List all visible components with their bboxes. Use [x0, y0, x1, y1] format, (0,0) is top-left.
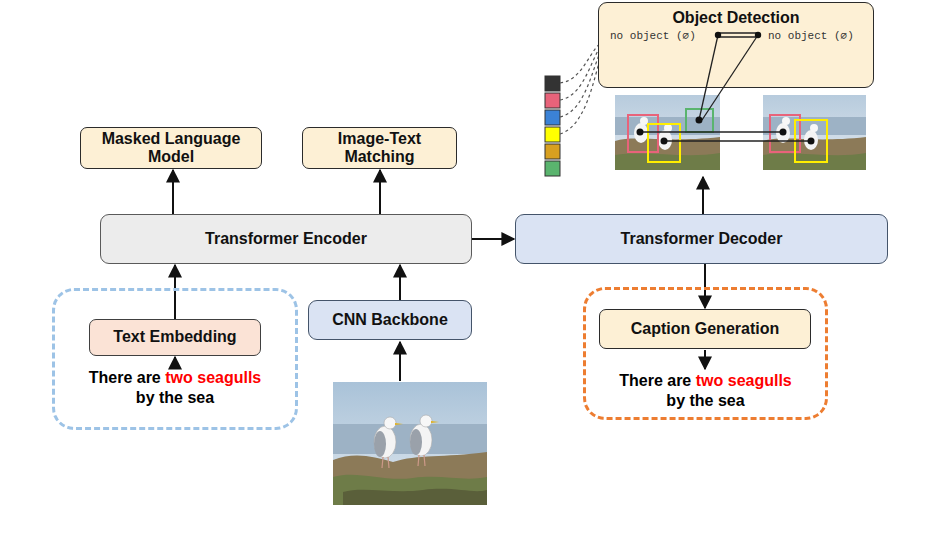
- seagull-photo-part: [333, 475, 487, 505]
- backbone-box: CNN Backbone: [308, 300, 472, 340]
- seagull-part: [374, 426, 396, 458]
- matching-lines-part: [640, 131, 783, 132]
- query-squares-part: [545, 110, 560, 125]
- matching-dots: [637, 32, 815, 145]
- seagull-part: [424, 455, 425, 466]
- highlighted-words: two seagulls: [696, 372, 792, 389]
- matching-lines-part: [664, 140, 811, 141]
- matching-lines: [640, 33, 811, 141]
- seagull: [410, 415, 439, 466]
- detection-image-part: [664, 124, 672, 132]
- seagull-part: [388, 457, 389, 468]
- bounding-boxes-part: [648, 124, 680, 162]
- sentence-text: There are: [89, 369, 161, 386]
- seagull-part: [395, 423, 403, 425]
- no-object-label: no object (∅): [610, 30, 696, 42]
- matching-lines-part: [718, 36, 758, 37]
- bounding-boxes-part: [628, 115, 658, 152]
- static-arrows-part: [174, 357, 176, 366]
- query-squares: [545, 76, 560, 176]
- decoder-box: Transformer Decoder: [515, 214, 888, 264]
- matching-dots-part: [715, 32, 721, 38]
- matching-dots-part: [637, 129, 644, 136]
- seagull-part: [374, 431, 386, 457]
- sentence-line: There are two seagulls: [586, 371, 825, 391]
- query-squares-part: [545, 161, 560, 176]
- sentence-text: by the sea: [55, 388, 295, 408]
- seagull-part: [382, 457, 383, 468]
- static-arrows-part: [399, 342, 401, 381]
- embedding-box: Text Embedding: [89, 319, 261, 356]
- no-object-label: no object (∅): [768, 30, 854, 42]
- encoder-box: Transformer Encoder: [100, 214, 472, 264]
- seagull: [374, 417, 403, 468]
- detection-image-part: [658, 130, 672, 150]
- arrow-connector: [172, 170, 174, 214]
- detection-image-part: [810, 124, 818, 132]
- box-label: CNN Backbone: [332, 311, 448, 329]
- box-label: Transformer Encoder: [205, 230, 367, 248]
- matching-dots-part: [780, 129, 787, 136]
- matching-dots-part: [661, 138, 668, 145]
- matching-lines-part: [699, 35, 718, 120]
- query-squares-part: [545, 144, 560, 159]
- detection-image-part: [804, 130, 818, 150]
- query-squares-part: [545, 93, 560, 108]
- seagull-part: [420, 415, 432, 427]
- matching-dots-part: [755, 32, 761, 38]
- seagull-photo-part: [333, 452, 487, 505]
- detection-image-part: [782, 117, 790, 125]
- seagull-part: [418, 455, 419, 466]
- sentence-text: There are: [619, 372, 691, 389]
- detection-illustration: [598, 2, 874, 176]
- box-label: Image-Text Matching: [311, 130, 448, 167]
- detection-image-part: [776, 123, 790, 143]
- arrow-connector: [472, 238, 514, 240]
- detection-image-part: [634, 123, 648, 143]
- task-box: Masked Language Model: [80, 127, 262, 169]
- seagull-photo-part: [333, 382, 487, 505]
- box-label: Object Detection: [598, 9, 874, 27]
- box-label: Transformer Decoder: [621, 230, 783, 248]
- box-label: Caption Generation: [631, 320, 779, 338]
- task-box: Caption Generation: [599, 309, 811, 349]
- sentence-text: by the sea: [586, 391, 825, 411]
- arrow-connector: [704, 264, 706, 308]
- detection-image-part: [640, 117, 648, 125]
- highlighted-words: two seagulls: [165, 369, 261, 386]
- arrow-connector: [702, 177, 704, 214]
- sentence-line: There aretwo seagulls: [55, 368, 295, 388]
- seagull-part: [410, 429, 422, 455]
- query-squares-part: [545, 76, 560, 91]
- arrow-connector: [379, 170, 381, 214]
- box-label: Masked Language Model: [89, 130, 253, 167]
- query-squares-part: [545, 127, 560, 142]
- caption-group: There are two seagulls by the sea Caption G…: [583, 287, 828, 420]
- seagull-part: [384, 417, 396, 429]
- task-box: Image-Text Matching: [302, 127, 457, 169]
- matching-lines-part: [702, 35, 758, 120]
- bounding-boxes: [628, 109, 827, 162]
- box-label: Text Embedding: [113, 328, 236, 346]
- seagull-photo-part: [343, 489, 487, 505]
- sentence: There aretwo seagullsby the sea: [55, 368, 295, 408]
- bounding-boxes-part: [686, 109, 713, 132]
- seagull-part: [410, 424, 432, 456]
- arrow-connector: [399, 265, 401, 300]
- matching-lines-part: [718, 32, 758, 33]
- seagull-photo: [333, 382, 487, 505]
- arrow-connector: [174, 265, 176, 319]
- sentence: There are two seagulls by the sea: [586, 371, 825, 411]
- object-detection-panel: Object Detection no object (∅) no object (…: [598, 2, 874, 176]
- input-text-group: There aretwo seagullsby the seaText Embe…: [52, 288, 298, 430]
- matching-dots-part: [696, 117, 703, 124]
- matching-dots-part: [808, 138, 815, 145]
- seagull-part: [431, 421, 439, 423]
- static-arrows-part: [704, 350, 706, 369]
